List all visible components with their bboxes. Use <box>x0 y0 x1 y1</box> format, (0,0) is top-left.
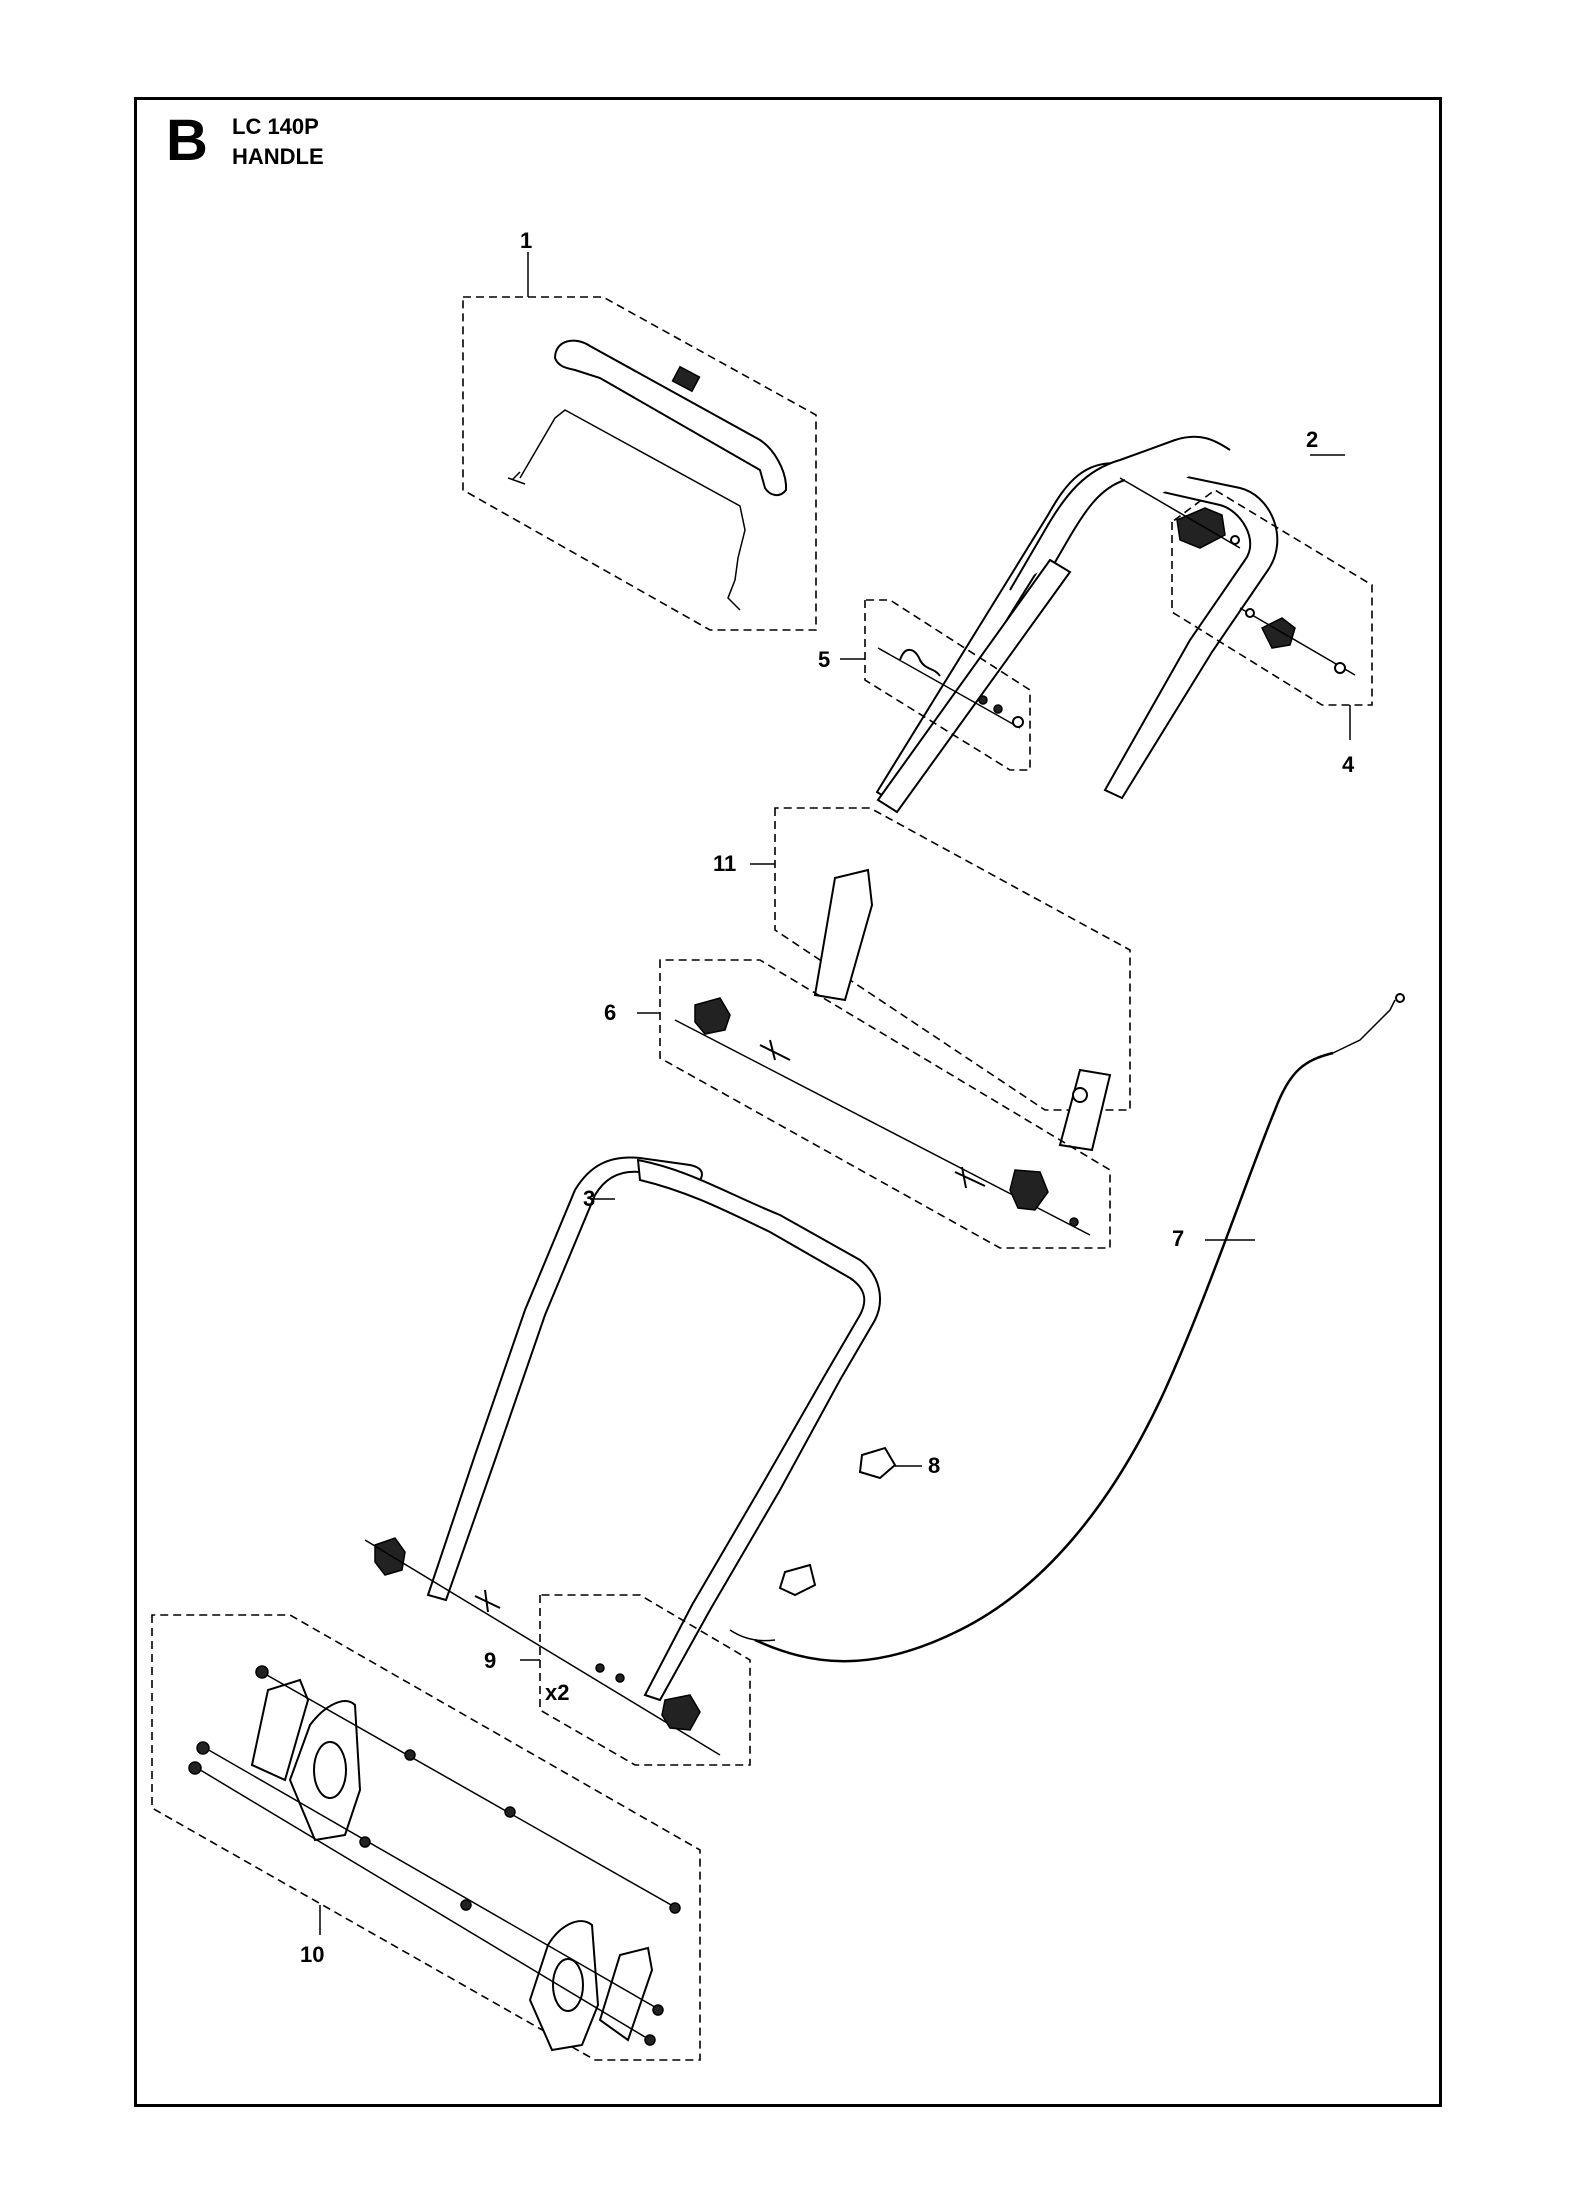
callout-9-quantity: x2 <box>545 1680 569 1705</box>
callout-11: 11 <box>713 851 736 876</box>
part-9-group-box <box>539 1594 751 1766</box>
part-7-control-cable[interactable] <box>729 993 1405 1663</box>
part-5-group-box <box>864 599 1031 771</box>
section-letter: B <box>166 108 208 173</box>
part-8-cable-clips[interactable] <box>778 1446 922 1597</box>
part-2-upper-handle[interactable] <box>875 435 1345 814</box>
callout-7: 7 <box>1172 1226 1184 1251</box>
part-1-group-box <box>462 296 817 631</box>
part-3-lower-handle[interactable] <box>426 1156 881 1702</box>
part-10-mounting-brackets[interactable] <box>151 1614 701 2061</box>
model-name: LC 140P <box>232 114 319 139</box>
part-10-group-box <box>151 1614 701 2061</box>
callout-2: 2 <box>1306 427 1318 452</box>
callout-8: 8 <box>928 1453 940 1478</box>
callout-6: 6 <box>604 1000 616 1025</box>
part-4-group-box <box>1171 489 1373 706</box>
part-6-knob-set[interactable] <box>637 959 1111 1249</box>
part-1-bail-assembly[interactable] <box>462 252 817 631</box>
callout-1: 1 <box>520 228 532 253</box>
part-9-knob-pair[interactable] <box>364 1537 751 1766</box>
diagram-title: HANDLE <box>232 144 324 169</box>
callout-10: 10 <box>300 1942 324 1967</box>
part-4-control-brackets[interactable] <box>1119 477 1373 740</box>
diagram-frame <box>134 97 1442 2107</box>
part-5-screw-set[interactable] <box>840 599 1031 771</box>
part-6-group-box <box>659 959 1111 1249</box>
part-11-group-box <box>774 807 1131 1111</box>
callout-4: 4 <box>1342 752 1355 777</box>
part-11-tube-inserts[interactable] <box>750 807 1131 1152</box>
callout-3: 3 <box>583 1186 595 1211</box>
callout-9: 9 <box>484 1648 496 1673</box>
callout-5: 5 <box>818 647 830 672</box>
